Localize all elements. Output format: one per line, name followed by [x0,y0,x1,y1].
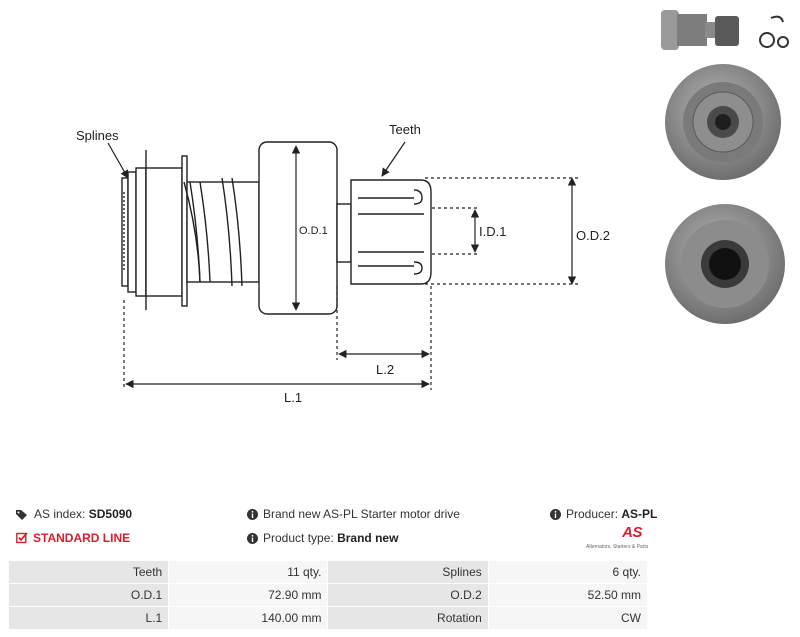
description: Brand new AS-PL Starter motor drive [247,507,460,521]
spline-end-photo [665,204,785,324]
as-index: AS index: SD5090 [16,507,132,521]
teeth-label: Teeth [389,122,421,137]
info-icon [247,509,258,520]
standard-line-label: STANDARD LINE [33,531,131,545]
spec-value: 52.50 mm [487,583,649,607]
spec-value: 140.00 mm [168,606,329,630]
product-type-label: Product type: [263,531,334,545]
spec-value: 6 qty. [487,560,649,584]
spec-key: O.D.2 [327,583,489,607]
info-icon [550,509,561,520]
gear-end-photo [665,64,781,180]
brand-logo-text: AS [622,524,642,541]
info-icon [247,533,258,544]
spec-key: O.D.1 [7,583,170,607]
id1-label: I.D.1 [479,224,506,239]
od2-label: O.D.2 [576,228,610,243]
product-line: STANDARD LINE [16,531,130,545]
spec-key: L.1 [7,606,170,630]
as-index-label: AS index: [34,507,86,521]
spec-value: 11 qty. [168,560,329,584]
product-photos [661,10,789,324]
product-type: Product type: Brand new [247,531,398,545]
producer: Producer: AS-PL [550,507,657,521]
spec-key: Teeth [7,560,170,584]
producer-label: Producer: [566,507,619,521]
starter-drive-outline [121,141,432,315]
product-type-value: Brand new [337,531,399,545]
l2-label: L.2 [376,362,394,377]
brand-tagline: Alternators, Starters & Parts [586,544,649,550]
spec-key: Splines [327,560,489,584]
l1-label: L.1 [284,390,302,405]
as-index-value: SD5090 [88,507,133,521]
technical-drawing: Splines Teeth O.D.1 O.D.2 I.D.1 L.2 L.1 [76,122,610,405]
od1-label: O.D.1 [299,225,328,237]
spec-value: CW [487,606,649,630]
description-text: Brand new AS-PL Starter motor drive [263,507,460,521]
spec-key: Rotation [327,606,489,630]
dimension-lines [107,141,578,390]
brand-logo: AS Alternators, Starters & Parts [586,524,648,552]
tags-icon [16,510,27,520]
checkbox-check-icon [16,532,28,544]
spec-value: 72.90 mm [168,583,329,607]
splines-label: Splines [76,128,119,143]
side-view-photo [661,10,789,50]
producer-value: AS-PL [621,507,658,521]
